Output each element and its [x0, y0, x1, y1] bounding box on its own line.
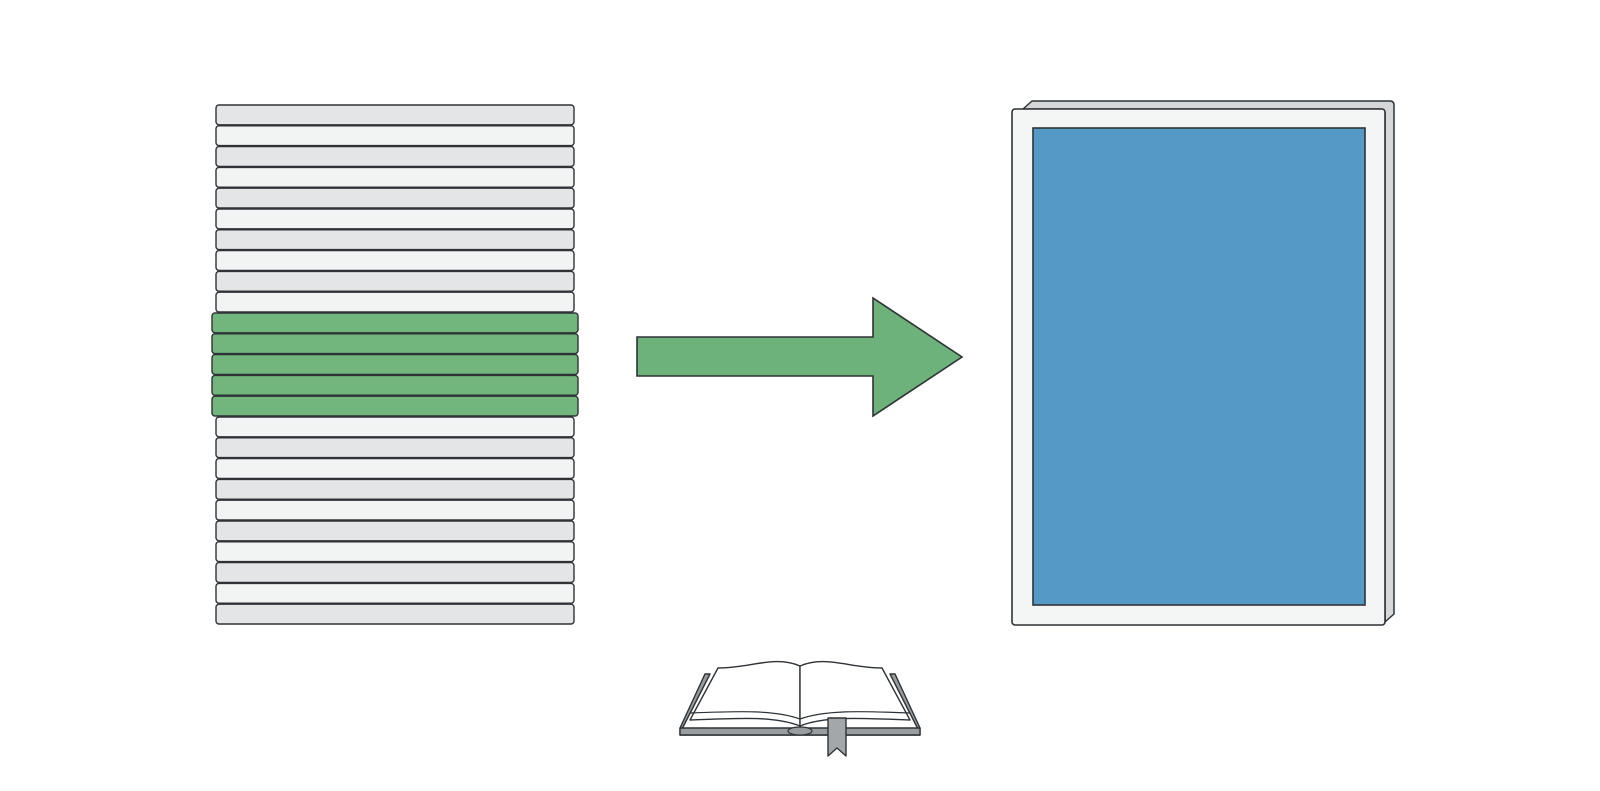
right-arrow-icon	[636, 296, 964, 418]
page	[215, 541, 575, 563]
book-left-page-edge	[689, 711, 801, 720]
page	[215, 582, 575, 604]
page	[215, 187, 575, 209]
highlighted-page	[211, 395, 579, 417]
page	[215, 478, 575, 500]
page-stack	[211, 104, 579, 625]
page	[215, 437, 575, 459]
page	[215, 208, 575, 230]
highlighted-page	[211, 333, 579, 355]
book-left-page	[689, 660, 801, 727]
highlighted-page	[211, 312, 579, 334]
book-right-page	[799, 660, 911, 727]
open-book-icon	[679, 660, 921, 757]
page	[215, 145, 575, 168]
page	[215, 125, 575, 147]
book-right-page-edge	[799, 711, 911, 720]
page	[215, 229, 575, 251]
book-spine	[787, 726, 813, 736]
page	[215, 270, 575, 292]
page	[215, 499, 575, 521]
page	[215, 561, 575, 584]
page	[215, 249, 575, 272]
page	[215, 520, 575, 542]
page	[215, 416, 575, 438]
page	[215, 603, 575, 625]
bookmark-icon	[827, 717, 847, 757]
document-frame	[1011, 100, 1395, 626]
page	[215, 104, 575, 126]
page	[215, 166, 575, 188]
document-content-area	[1032, 127, 1366, 606]
highlighted-page	[211, 374, 579, 396]
page	[215, 457, 575, 480]
page	[215, 291, 575, 313]
highlighted-page	[211, 353, 579, 376]
